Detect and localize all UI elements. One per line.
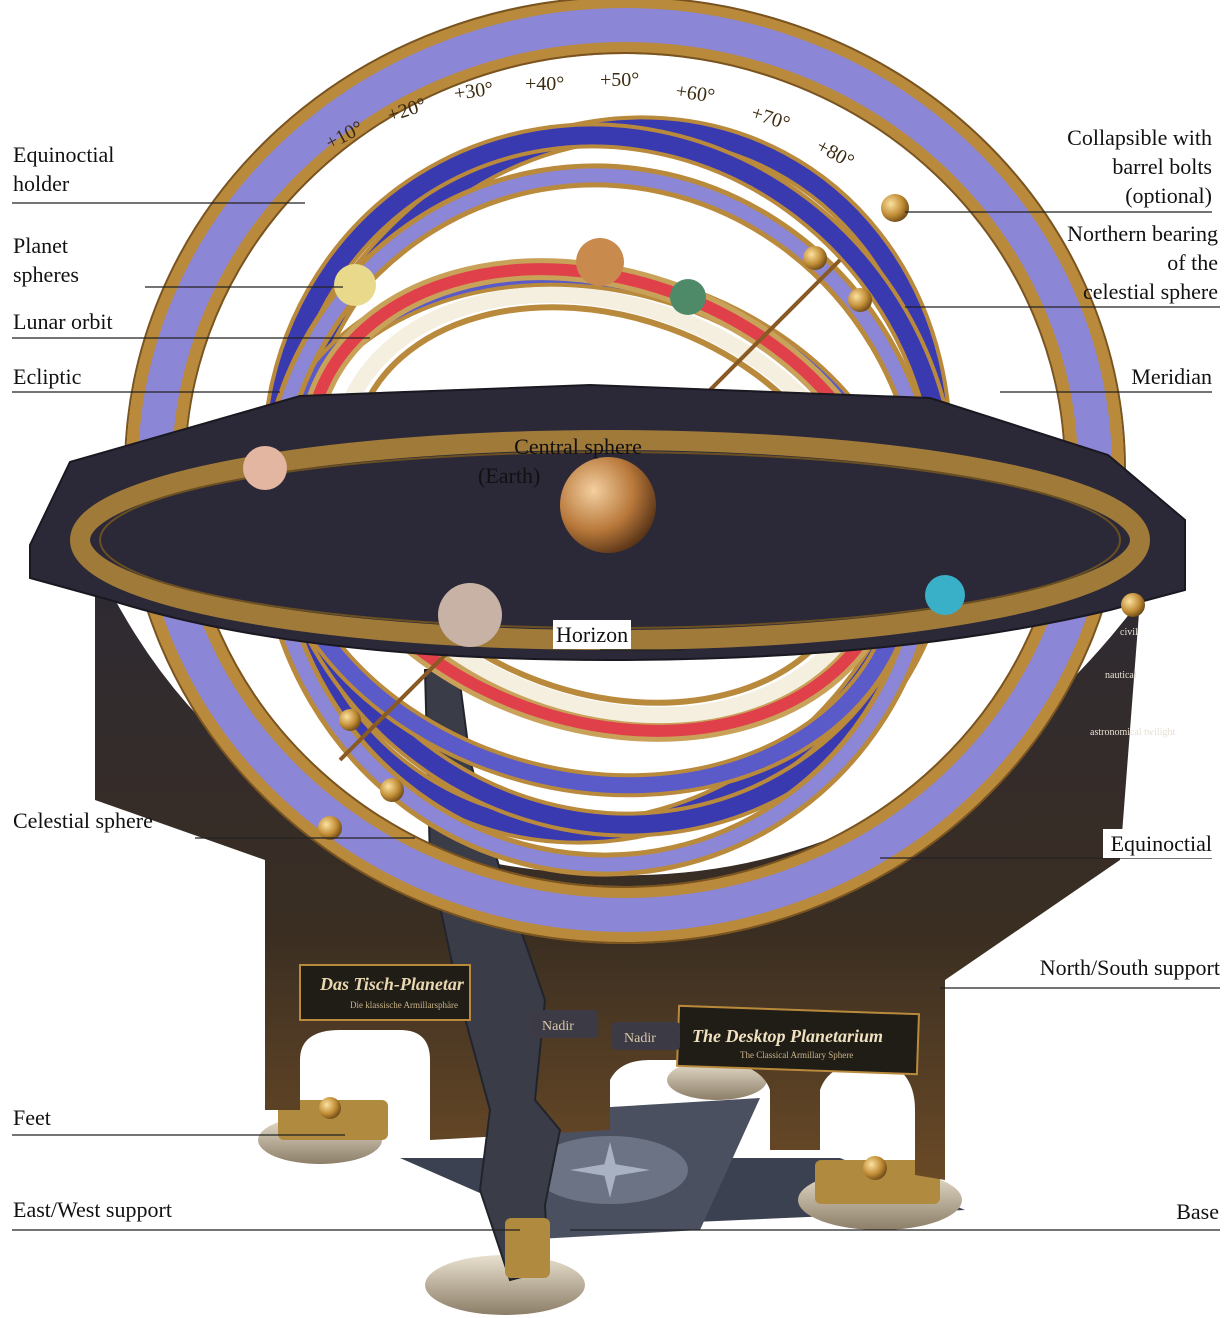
planet-pink (243, 446, 287, 490)
label-northern-bearing: Northern bearing of the celestial sphere (1067, 219, 1218, 306)
english-name-plate: The Desktop Planetarium The Classical Ar… (677, 1006, 919, 1074)
label-line: Collapsible with (1067, 123, 1212, 152)
german-name-plate: Das Tisch-Planetar Die klassische Armill… (300, 965, 470, 1020)
scale-label: +60° (674, 80, 716, 107)
label-line: celestial sphere (1067, 277, 1218, 306)
english-plate-subtitle: The Classical Armillary Sphere (740, 1050, 853, 1060)
label-line: Equinoctial (13, 140, 114, 169)
nadir-label-left: Nadir (542, 1019, 574, 1034)
german-plate-subtitle: Die klassische Armillarsphäre (350, 1000, 458, 1010)
label-equinoctial-holder: Equinoctial holder (13, 140, 114, 198)
label-celestial-sphere: Celestial sphere (13, 806, 153, 835)
label-equinoctial: Equinoctial (1103, 829, 1212, 858)
label-ecliptic: Ecliptic (13, 362, 81, 391)
northern-bearing-icon (881, 194, 909, 222)
label-north-south-support: North/South support (1034, 953, 1220, 982)
label-base: Base (1176, 1197, 1219, 1226)
scale-label: +70° (748, 102, 792, 135)
label-line: Central sphere (470, 432, 670, 461)
label-meridian: Meridian (1131, 362, 1212, 391)
label-line: spheres (13, 260, 79, 289)
label-line: (Earth) (470, 461, 670, 490)
twilight-civil: civil (1120, 627, 1138, 638)
planet-yellow (334, 264, 376, 306)
label-line: barrel bolts (1067, 152, 1212, 181)
label-line: Northern bearing (1067, 219, 1218, 248)
label-line: of the (1067, 248, 1218, 277)
label-horizon: Horizon (553, 620, 631, 649)
english-plate-title: The Desktop Planetarium (692, 1026, 883, 1046)
label-east-west-support: East/West support (13, 1195, 172, 1224)
label-lunar-orbit: Lunar orbit (13, 307, 113, 336)
label-planet-spheres: Planet spheres (13, 231, 79, 289)
scale-label: +80° (813, 135, 858, 173)
planet-cyan (925, 575, 965, 615)
label-collapsible: Collapsible with barrel bolts (optional) (1067, 123, 1212, 210)
scale-label: +50° (600, 69, 639, 91)
label-line: Planet (13, 231, 79, 260)
scale-label: +30° (453, 78, 495, 105)
twilight-astronomical: astronomical twilight (1090, 727, 1175, 738)
nadir-label-right: Nadir (624, 1031, 656, 1046)
twilight-nautical: nautical (1105, 670, 1137, 681)
german-plate-title: Das Tisch-Planetar (319, 974, 465, 994)
scale-label: +40° (525, 73, 564, 95)
label-central-sphere: Central sphere (Earth) (470, 432, 670, 490)
planet-green (670, 279, 706, 315)
label-line: holder (13, 169, 114, 198)
label-line: (optional) (1067, 181, 1212, 210)
planet-grey (438, 583, 502, 647)
label-feet: Feet (13, 1103, 51, 1132)
planet-copper (576, 238, 624, 286)
